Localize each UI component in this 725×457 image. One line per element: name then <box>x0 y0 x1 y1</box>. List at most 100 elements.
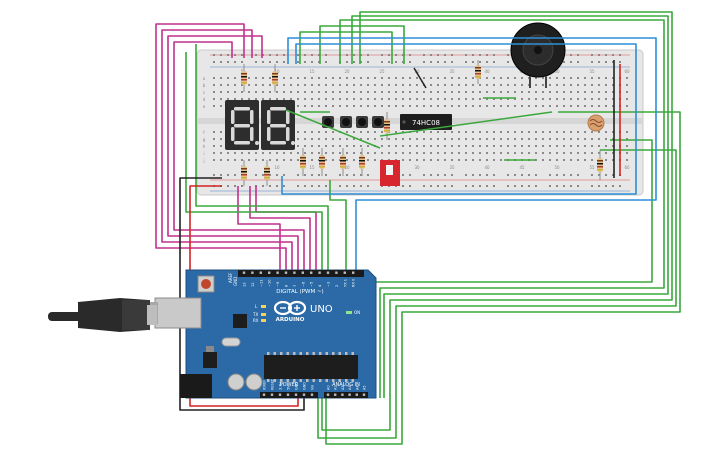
wires[interactable] <box>155 11 681 445</box>
seven-segment-display-right[interactable] <box>261 100 295 150</box>
column-number: 20 <box>344 69 350 74</box>
wire-red[interactable] <box>189 185 299 407</box>
analog-pin[interactable] <box>355 393 358 396</box>
resistors[interactable] <box>241 60 603 186</box>
digital-pin[interactable] <box>343 271 346 274</box>
row-letter: j <box>202 158 204 163</box>
analog-pin[interactable] <box>326 393 330 396</box>
wire-green[interactable] <box>321 11 673 431</box>
resistor[interactable] <box>300 155 306 169</box>
power-pin-label: GND <box>295 382 299 390</box>
power-pin[interactable] <box>270 393 274 396</box>
wire-green[interactable] <box>325 111 681 445</box>
digital-pin[interactable] <box>326 271 330 274</box>
wire-green[interactable] <box>339 19 665 398</box>
digital-pin-label: 2 <box>335 285 339 287</box>
wire-green[interactable] <box>299 31 393 64</box>
digital-pin[interactable] <box>242 271 246 274</box>
resistor[interactable] <box>597 158 603 172</box>
digital-pin[interactable] <box>251 271 254 274</box>
resistor[interactable] <box>475 65 481 79</box>
digital-pin[interactable] <box>293 271 296 274</box>
digital-pin[interactable] <box>284 271 288 274</box>
column-number: 55 <box>589 69 595 74</box>
power-pin-label: 3.3V <box>279 382 283 390</box>
digital-pin[interactable] <box>318 271 321 274</box>
photoresistor[interactable] <box>587 114 605 132</box>
atmega-chip <box>264 355 358 379</box>
wire-blue[interactable] <box>281 43 637 195</box>
led-rx <box>261 319 266 322</box>
power-pin[interactable] <box>286 393 290 396</box>
wire-magenta[interactable] <box>237 186 281 270</box>
resistor[interactable] <box>241 71 247 85</box>
slide-switch[interactable] <box>380 160 400 186</box>
power-pin[interactable] <box>278 393 282 396</box>
wire-green[interactable] <box>319 25 405 64</box>
led-l <box>261 305 266 308</box>
arduino-logo-icon <box>273 300 307 316</box>
digital-pin[interactable] <box>268 271 271 274</box>
wire-green[interactable] <box>185 52 323 270</box>
wire-magenta[interactable] <box>173 41 305 270</box>
led-on-label: ON <box>354 310 360 315</box>
resistor[interactable] <box>359 155 365 169</box>
analog-pin[interactable] <box>334 393 337 396</box>
digital-pin-label: TX 1 <box>343 279 347 288</box>
usb-cable[interactable] <box>48 298 157 332</box>
column-number: 30 <box>414 69 420 74</box>
digital-pin-label: 7 <box>293 285 297 287</box>
power-pin[interactable] <box>302 393 306 396</box>
wire-green[interactable] <box>329 180 347 270</box>
led-tx <box>261 313 266 316</box>
digital-pin[interactable] <box>335 271 338 274</box>
digital-pin-label: 8 <box>285 284 289 287</box>
digital-pin[interactable] <box>259 271 262 274</box>
analog-pin[interactable] <box>341 393 344 396</box>
reset-button[interactable] <box>197 275 215 293</box>
ic-chip-74hc08[interactable]: 74HC08 <box>400 114 452 130</box>
digital-pin[interactable] <box>276 271 279 274</box>
row-letter: h <box>203 144 206 149</box>
wire-green[interactable] <box>351 15 669 398</box>
power-pin[interactable] <box>262 393 266 396</box>
column-number: 10 <box>274 69 280 74</box>
digital-pin[interactable] <box>352 271 355 274</box>
column-number: 55 <box>589 165 595 170</box>
digital-pin[interactable] <box>310 271 313 274</box>
push-buttons[interactable] <box>322 116 384 128</box>
decimal-point <box>291 141 295 145</box>
push-button-4[interactable] <box>372 116 384 128</box>
wire-green[interactable] <box>195 44 329 270</box>
wire-blue[interactable] <box>287 37 657 270</box>
power-pin[interactable] <box>310 393 314 396</box>
segment <box>270 107 286 111</box>
wire-green[interactable] <box>317 149 677 439</box>
seven-segment-display-left[interactable] <box>225 100 259 150</box>
crystal <box>221 337 241 347</box>
usb-chip <box>233 314 247 328</box>
piezo-buzzer[interactable] <box>510 22 566 88</box>
analog-pin[interactable] <box>348 393 351 396</box>
wire-magenta[interactable] <box>161 29 293 270</box>
wire-magenta[interactable] <box>249 186 311 270</box>
resistor[interactable] <box>384 119 390 133</box>
resistor[interactable] <box>340 155 346 169</box>
resistor[interactable] <box>264 166 270 180</box>
wire-magenta[interactable] <box>167 35 299 270</box>
power-pin[interactable] <box>294 393 298 396</box>
resistor[interactable] <box>241 166 247 180</box>
digital-pin[interactable] <box>301 271 304 274</box>
resistor[interactable] <box>272 71 278 85</box>
push-button-3[interactable] <box>356 116 368 128</box>
resistor[interactable] <box>319 155 325 169</box>
analog-pin[interactable] <box>362 393 366 396</box>
digit-right-segments <box>267 107 295 145</box>
digit-left-segments <box>231 107 259 145</box>
wire-black[interactable] <box>179 177 305 411</box>
segment <box>231 127 235 141</box>
push-button-2[interactable] <box>340 116 352 128</box>
